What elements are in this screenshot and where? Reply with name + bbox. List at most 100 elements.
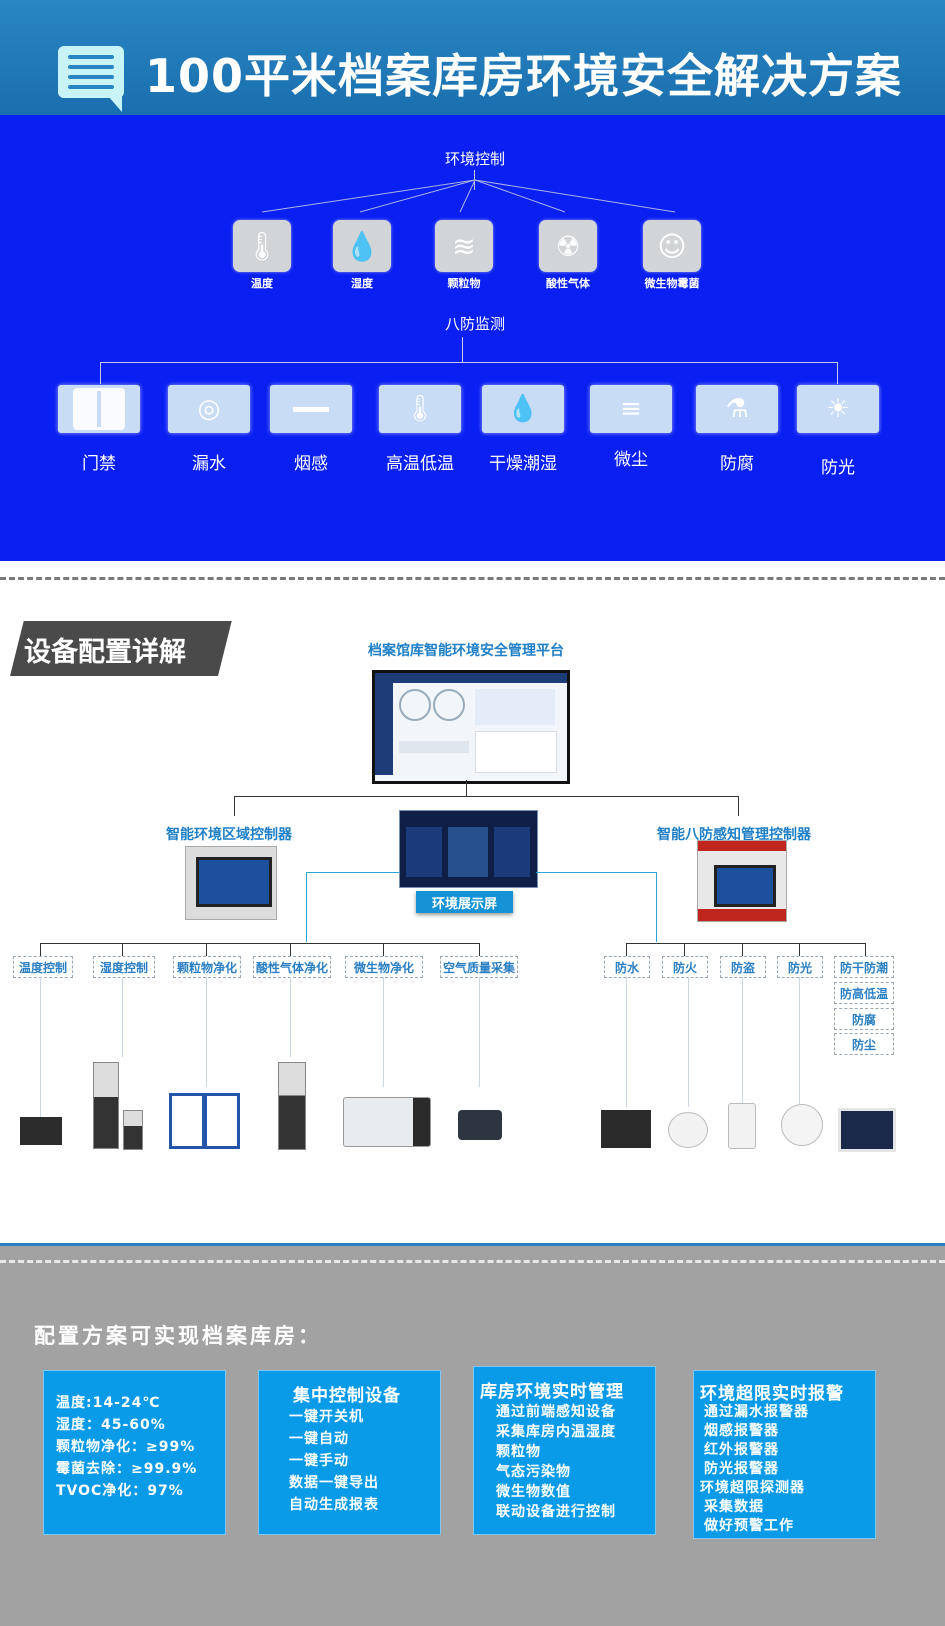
tag-acid-gas-purify: 酸性气体净化 xyxy=(253,956,331,978)
tag-microbe-purify: 微生物净化 xyxy=(345,956,423,978)
microbe-purifier-device xyxy=(343,1097,431,1147)
flask-icon: ⚗ xyxy=(725,394,749,424)
protect-item-dust: ≡ xyxy=(590,385,672,433)
env-control-connectors xyxy=(261,179,676,213)
tag-moisture-proof: 防干防潮 xyxy=(834,956,894,978)
display-screen-label: 环境展示屏 xyxy=(416,891,513,913)
protect-item-door xyxy=(58,385,140,433)
env-control-item-humidity: 💧 xyxy=(333,220,391,272)
acid-gas-purifier-device xyxy=(278,1062,306,1150)
card-line: 数据一键导出 xyxy=(289,1475,379,1491)
card-line: 一键手动 xyxy=(289,1453,349,1469)
card-line: TVOC净化：97% xyxy=(56,1483,184,1499)
particle-purifier-device-1 xyxy=(169,1093,205,1149)
protect-item-temperature: 🌡 xyxy=(379,385,461,433)
summary-card-specs: 温度:14-24℃ 湿度：45-60% 颗粒物净化：≥99% 霉菌去除：≥99.… xyxy=(43,1370,226,1535)
env-control-label-acid-gas: 酸性气体 xyxy=(546,277,590,290)
env-control-item-microbe: ☺ xyxy=(643,220,701,272)
temperature-controller-device xyxy=(20,1117,62,1145)
env-control-item-temperature: 🌡 xyxy=(233,220,291,272)
door-icon xyxy=(73,388,125,430)
protect-item-corrosion: ⚗ xyxy=(696,385,778,433)
env-control-label-humidity: 湿度 xyxy=(351,277,373,290)
env-control-label-temperature: 温度 xyxy=(251,277,273,290)
env-control-label-particles: 颗粒物 xyxy=(447,277,481,290)
card-line: 红外报警器 xyxy=(704,1442,779,1458)
env-control-label: 环境控制 xyxy=(444,150,505,168)
smoke-detector-device xyxy=(668,1112,708,1148)
droplet-icon: 💧 xyxy=(344,229,380,263)
multi-sensor-device xyxy=(838,1108,896,1152)
infrared-detector-device xyxy=(728,1103,756,1149)
tag-waterproof: 防水 xyxy=(604,956,650,978)
water-leak-sensor-device xyxy=(601,1110,651,1148)
dehumidifier-device xyxy=(123,1110,143,1150)
tag-lightproof: 防光 xyxy=(777,956,823,978)
card-line: 湿度：45-60% xyxy=(56,1417,166,1433)
section-divider xyxy=(0,577,945,580)
card-line: 环境超限探测器 xyxy=(700,1480,805,1496)
card-line: 一键开关机 xyxy=(289,1409,364,1425)
card-line: 烟感报警器 xyxy=(704,1423,779,1439)
card-line: 通过漏水报警器 xyxy=(704,1404,809,1420)
platform-monitor xyxy=(372,670,570,784)
perception-controller-device xyxy=(697,840,787,922)
summary-heading: 配置方案可实现档案库房： xyxy=(34,1324,322,1348)
page-title: 100平米档案库房环境安全解决方案 xyxy=(145,49,903,103)
protect-label-light: 防光 xyxy=(821,458,855,478)
platform-label: 档案馆库智能环境安全管理平台 xyxy=(368,643,564,659)
card-line: 做好预警工作 xyxy=(704,1518,794,1534)
summary-divider xyxy=(0,1260,945,1263)
device-section-title: 设备配置详解 xyxy=(10,621,232,676)
card-line: 颗粒物净化：≥99% xyxy=(56,1439,196,1455)
tag-temperature-control: 温度控制 xyxy=(13,956,73,978)
page-header: 100平米档案库房环境安全解决方案 xyxy=(0,0,945,115)
tag-antitheft: 防盗 xyxy=(720,956,766,978)
summary-panel: 配置方案可实现档案库房： 温度:14-24℃ 湿度：45-60% 颗粒物净化：≥… xyxy=(0,1246,945,1626)
mask-face-icon: ☺ xyxy=(657,229,687,263)
card-title: 库房环境实时管理 xyxy=(480,1382,624,1402)
card-line: 霉菌去除：≥99.9% xyxy=(56,1461,198,1477)
protect-label-dust: 微尘 xyxy=(614,450,648,470)
chat-bubble-icon xyxy=(58,46,124,112)
perception-controller-label: 智能八防感知管理控制器 xyxy=(657,827,811,843)
card-line: 微生物数值 xyxy=(496,1484,571,1500)
wind-icon: ≡ xyxy=(620,394,642,424)
radiation-icon: ☢ xyxy=(555,229,581,263)
tag-temp-proof: 防高低温 xyxy=(834,982,894,1004)
humidifier-device xyxy=(93,1062,119,1149)
protect-item-light: ☀ xyxy=(797,385,879,433)
protect-item-humidity: 💧 xyxy=(482,385,564,433)
summary-card-alarm: 环境超限实时报警 通过漏水报警器 烟感报警器 红外报警器 防光报警器 环境超限探… xyxy=(693,1370,876,1539)
protect-label-water-leak: 漏水 xyxy=(192,454,226,474)
summary-card-central-control: 集中控制设备 一键开关机 一键自动 一键手动 数据一键导出 自动生成报表 xyxy=(258,1370,441,1535)
smoke-detector-icon xyxy=(293,406,329,412)
card-line: 采集数据 xyxy=(704,1499,764,1515)
env-control-item-particles: ≋ xyxy=(435,220,493,272)
card-line: 自动生成报表 xyxy=(289,1497,379,1513)
protect-item-water-leak: ◎ xyxy=(168,385,250,433)
display-screen-device xyxy=(399,810,538,888)
sun-icon: ☀ xyxy=(826,394,850,424)
card-title: 环境超限实时报警 xyxy=(700,1384,844,1404)
tag-humidity-control: 湿度控制 xyxy=(93,956,155,978)
overview-panel: 环境控制 🌡 温度 💧 湿度 ≋ 颗粒物 ☢ 酸性气体 ☺ 微生物霉菌 八防监测… xyxy=(0,115,945,561)
tag-particle-purify: 颗粒物净化 xyxy=(173,956,241,978)
thermometer-icon: 🌡 xyxy=(403,394,437,424)
light-detector-device xyxy=(781,1104,823,1146)
card-line: 采集库房内温湿度 xyxy=(496,1424,616,1440)
card-line: 一键自动 xyxy=(289,1431,349,1447)
card-line: 联动设备进行控制 xyxy=(496,1504,616,1520)
air-quality-sensor-device xyxy=(458,1110,502,1140)
zone-controller-label: 智能环境区域控制器 xyxy=(166,827,292,843)
card-line: 气态污染物 xyxy=(496,1464,571,1480)
thermometer-icon: 🌡 xyxy=(244,229,280,263)
eight-protect-label: 八防监测 xyxy=(444,315,505,333)
card-line: 防光报警器 xyxy=(704,1461,779,1477)
tag-anticorrosion: 防腐 xyxy=(834,1008,894,1030)
tag-fireproof: 防火 xyxy=(662,956,708,978)
protect-label-smoke: 烟感 xyxy=(294,454,328,474)
card-title: 集中控制设备 xyxy=(293,1386,401,1406)
env-control-label-microbe: 微生物霉菌 xyxy=(644,277,700,290)
protect-label-door: 门禁 xyxy=(82,454,116,474)
